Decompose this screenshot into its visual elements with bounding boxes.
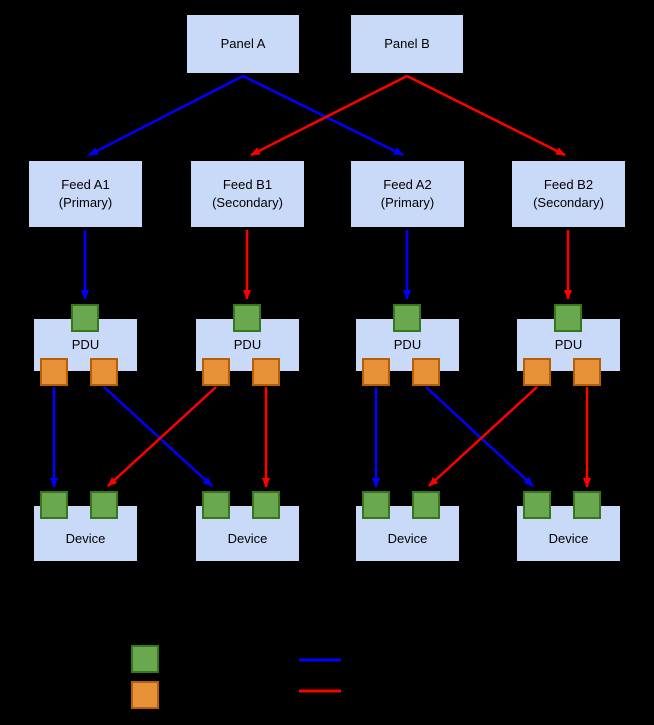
feed-b2-type: (Secondary): [533, 195, 604, 210]
device2-input-port-left: [202, 491, 230, 519]
device3-label: Device: [387, 531, 428, 547]
device3-input-port-left: [362, 491, 390, 519]
pdu3-output-port-right: [412, 358, 440, 386]
pdu4-output-port-right: [573, 358, 601, 386]
arrow-panel-b-to-feed-b2: [406, 74, 566, 157]
panel-b-label: Panel B: [384, 35, 430, 51]
device3-input-port-right: [412, 491, 440, 519]
pdu3-output-port-left: [362, 358, 390, 386]
pdu1-output-port-right: [90, 358, 118, 386]
arrow-panel-a-to-feed-a1: [88, 74, 244, 157]
panel-a-label: Panel A: [220, 35, 266, 51]
feed-b2-box: Feed B2 (Secondary): [511, 160, 626, 228]
feed-b1-box: Feed B1 (Secondary): [190, 160, 305, 228]
arrow-pdu1-to-device2: [103, 386, 213, 487]
pdu1-input-port: [71, 304, 99, 332]
panel-a-box: Panel A: [186, 14, 300, 74]
feed-a2-type: (Primary): [380, 195, 435, 210]
pdu1-label: PDU: [71, 336, 100, 352]
arrow-pdu2-to-device1: [107, 386, 217, 487]
feed-a1-name: Feed A1: [61, 176, 110, 192]
pdu1-output-port-left: [40, 358, 68, 386]
pdu2-output-port-right: [252, 358, 280, 386]
pdu2-input-port: [233, 304, 261, 332]
pdu3-input-port: [393, 304, 421, 332]
device1-label: Device: [65, 531, 106, 547]
pdu4-input-port: [554, 304, 582, 332]
feed-a1-box: Feed A1 (Primary): [28, 160, 143, 228]
arrow-panel-b-to-feed-b1: [250, 74, 408, 157]
feed-b1-type: (Secondary): [212, 195, 283, 210]
feed-b1-name: Feed B1: [222, 176, 273, 192]
device2-label: Device: [227, 531, 268, 547]
feed-a1-type: (Primary): [58, 195, 113, 210]
panel-b-box: Panel B: [350, 14, 464, 74]
device2-input-port-right: [252, 491, 280, 519]
legend-input-port-swatch: [131, 645, 159, 673]
arrow-pdu4-to-device3: [428, 386, 538, 487]
device1-input-port-right: [90, 491, 118, 519]
pdu2-output-port-left: [202, 358, 230, 386]
arrow-pdu3-to-device4: [425, 386, 534, 487]
pdu3-label: PDU: [393, 336, 422, 352]
pdu4-output-port-left: [523, 358, 551, 386]
device4-label: Device: [548, 531, 589, 547]
pdu2-label: PDU: [233, 336, 262, 352]
feed-a2-box: Feed A2 (Primary): [350, 160, 465, 228]
device4-input-port-right: [573, 491, 601, 519]
arrow-panel-a-to-feed-a2: [242, 74, 404, 157]
feed-a2-name: Feed A2: [383, 176, 432, 192]
legend-output-port-swatch: [131, 681, 159, 709]
device1-input-port-left: [40, 491, 68, 519]
device4-input-port-left: [523, 491, 551, 519]
feed-b2-name: Feed B2: [543, 176, 594, 192]
pdu4-label: PDU: [554, 336, 583, 352]
